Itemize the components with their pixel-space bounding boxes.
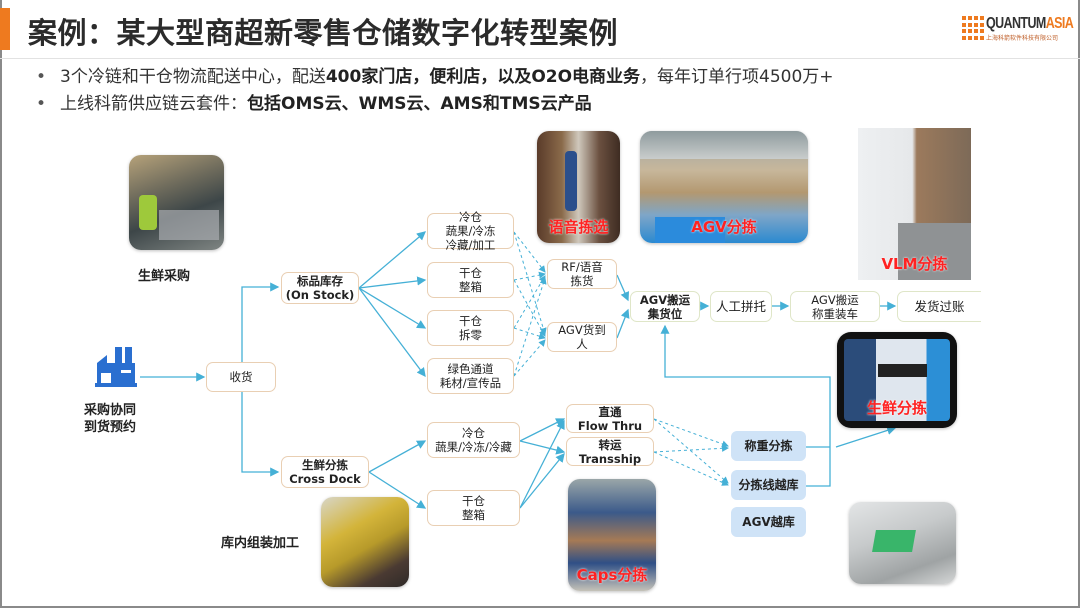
title-accent-bar [0, 8, 10, 50]
supplier-label: 采购协同到货预约 [84, 403, 137, 435]
node-rf-voice-pick[interactable]: RF/语音拣货 [547, 259, 617, 289]
node-dry-piece[interactable]: 干仓拆零 [427, 310, 514, 346]
node-receiving[interactable]: 收货 [206, 362, 276, 392]
node-manual-palletize[interactable]: 人工拼托 [710, 291, 772, 322]
node-xd-cold[interactable]: 冷仓蔬果/冷冻/冷藏 [427, 422, 520, 458]
slide-title: 案例：某大型商超新零售仓储数字化转型案例 [28, 16, 619, 50]
logo-wordmark: QUANTUMASIA [986, 14, 1074, 32]
bullet-item: •3个冷链和干仓物流配送中心，配送400家门店，便利店，以及O2O电商业务，每年… [36, 67, 834, 87]
node-cold-storage[interactable]: 冷仓蔬果/冷冻冷藏/加工 [427, 210, 514, 252]
node-on-stock[interactable]: 标品库存(On Stock) [281, 272, 359, 304]
caps-sort-photo: Caps分拣 [568, 479, 656, 591]
node-dry-case[interactable]: 干仓整箱 [427, 262, 514, 298]
fresh-purchase-photo [129, 155, 224, 250]
node-ship-post[interactable]: 发货过账 [897, 291, 981, 322]
assembly-photo [321, 497, 409, 587]
node-agv-xd[interactable]: AGV越库 [731, 507, 806, 537]
bullet-item: •上线科箭供应链云套件：包括OMS云、WMS云、AMS和TMS云产品 [36, 94, 592, 114]
node-weigh-sort[interactable]: 称重分拣 [731, 431, 806, 461]
node-sortline-xd[interactable]: 分拣线越库 [731, 470, 806, 500]
fresh-sort-terminal-photo: 生鲜分拣 [837, 332, 957, 428]
vlm-sort-photo: VLM分拣 [858, 128, 971, 280]
node-xd-dry[interactable]: 干仓整箱 [427, 490, 520, 526]
node-agv-goods-to-person[interactable]: AGV货到人 [547, 322, 617, 352]
assembly-label: 库内组装加工 [221, 536, 300, 551]
factory-icon [93, 345, 139, 389]
node-green-channel[interactable]: 绿色通道耗材/宣传品 [427, 358, 514, 394]
bullet-list: •3个冷链和干仓物流配送中心，配送400家门店，便利店，以及O2O电商业务，每年… [36, 64, 834, 118]
fresh-purchase-label: 生鲜采购 [138, 269, 191, 284]
title-divider [0, 58, 1080, 59]
conveyor-photo [849, 502, 956, 584]
quantumasia-logo: QUANTUMASIA 上海科箭软件科技有限公司 [962, 14, 1074, 44]
voice-pick-photo: 语音拣选 [537, 131, 620, 243]
node-agv-staging[interactable]: AGV搬运集货位 [630, 291, 700, 322]
node-agv-weigh-load[interactable]: AGV搬运称重装车 [790, 291, 880, 322]
logo-subtitle: 上海科箭软件科技有限公司 [986, 35, 1059, 42]
agv-sort-photo: AGV分拣 [640, 131, 808, 243]
logo-dot-grid-icon [962, 16, 984, 40]
